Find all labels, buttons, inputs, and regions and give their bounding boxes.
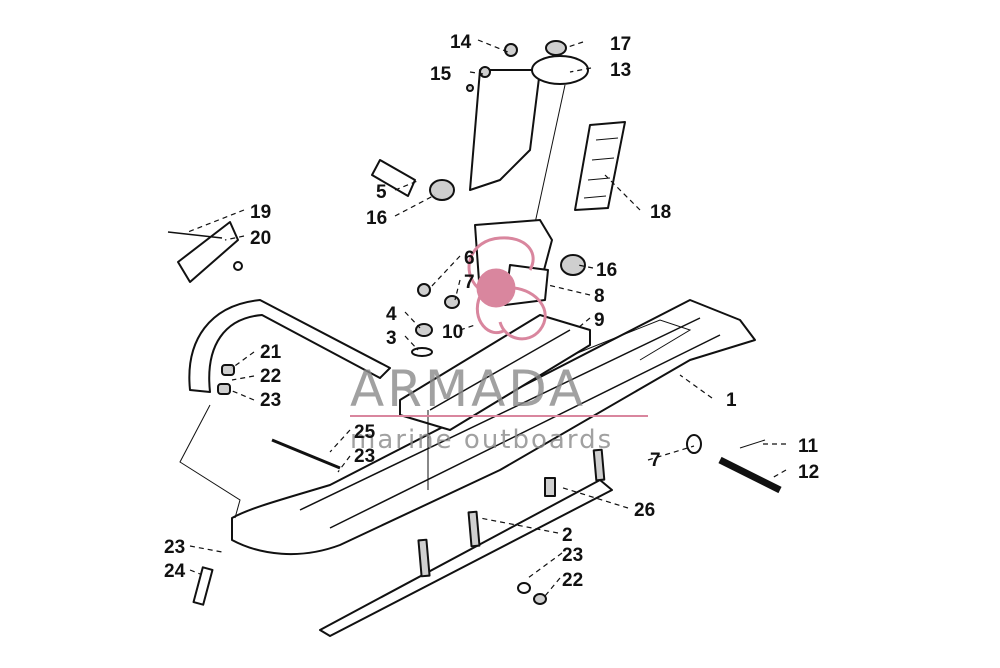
- callout-4: 4: [386, 304, 397, 325]
- leader-lines: [179, 39, 787, 597]
- armada-watermark: ARMADA marine outboards: [350, 236, 648, 455]
- callout-23-lower: 23: [562, 545, 583, 566]
- callout-7-upper: 7: [464, 272, 475, 293]
- watermark-tagline: marine outboards: [350, 425, 613, 455]
- callout-1: 1: [726, 390, 737, 411]
- callout-13: 13: [610, 60, 631, 81]
- callout-25: 25: [354, 422, 376, 443]
- hardware-group: [192, 43, 782, 606]
- callout-5: 5: [376, 182, 387, 203]
- ski-handle-part-21: [188, 299, 391, 395]
- ski-part-1: [231, 299, 756, 555]
- callout-2: 2: [562, 525, 573, 546]
- grip-plate-part-18: [574, 121, 626, 211]
- callout-22-lower: 22: [562, 570, 583, 591]
- callout-19: 19: [250, 202, 271, 223]
- callout-26: 26: [634, 500, 655, 521]
- callout-15: 15: [430, 64, 452, 85]
- callout-22-upper: 22: [260, 366, 281, 387]
- callout-7-lower: 7: [650, 450, 661, 471]
- callout-24: 24: [164, 561, 186, 582]
- callout-23-handle: 23: [260, 390, 281, 411]
- callout-14: 14: [450, 32, 472, 53]
- callout-23-left: 23: [164, 537, 185, 558]
- callout-16-left: 16: [366, 208, 387, 229]
- callout-3: 3: [386, 328, 397, 349]
- steering-arm-part-13: [469, 40, 589, 261]
- watermark-brand: ARMADA: [350, 360, 586, 418]
- callout-11: 11: [798, 436, 819, 457]
- callout-17: 17: [610, 34, 631, 55]
- callout-18: 18: [650, 202, 671, 223]
- callout-9: 9: [594, 310, 605, 331]
- bushing-part-5: [371, 159, 586, 276]
- callout-20: 20: [250, 228, 271, 249]
- callout-23-middle: 23: [354, 446, 375, 467]
- callout-labels: 1 2 3 4 5 6 7 7 8 9 10 11 12 13 14 15 16…: [164, 32, 819, 591]
- callout-8: 8: [594, 286, 605, 307]
- wear-bar-part-2: [319, 448, 613, 637]
- callout-21: 21: [260, 342, 282, 363]
- callout-10: 10: [442, 322, 463, 343]
- callout-12: 12: [798, 462, 819, 483]
- callout-16-right: 16: [596, 260, 617, 281]
- tip-bracket-part-20: [167, 221, 243, 283]
- armada-logo-icon: [467, 236, 547, 341]
- callout-6: 6: [464, 248, 475, 269]
